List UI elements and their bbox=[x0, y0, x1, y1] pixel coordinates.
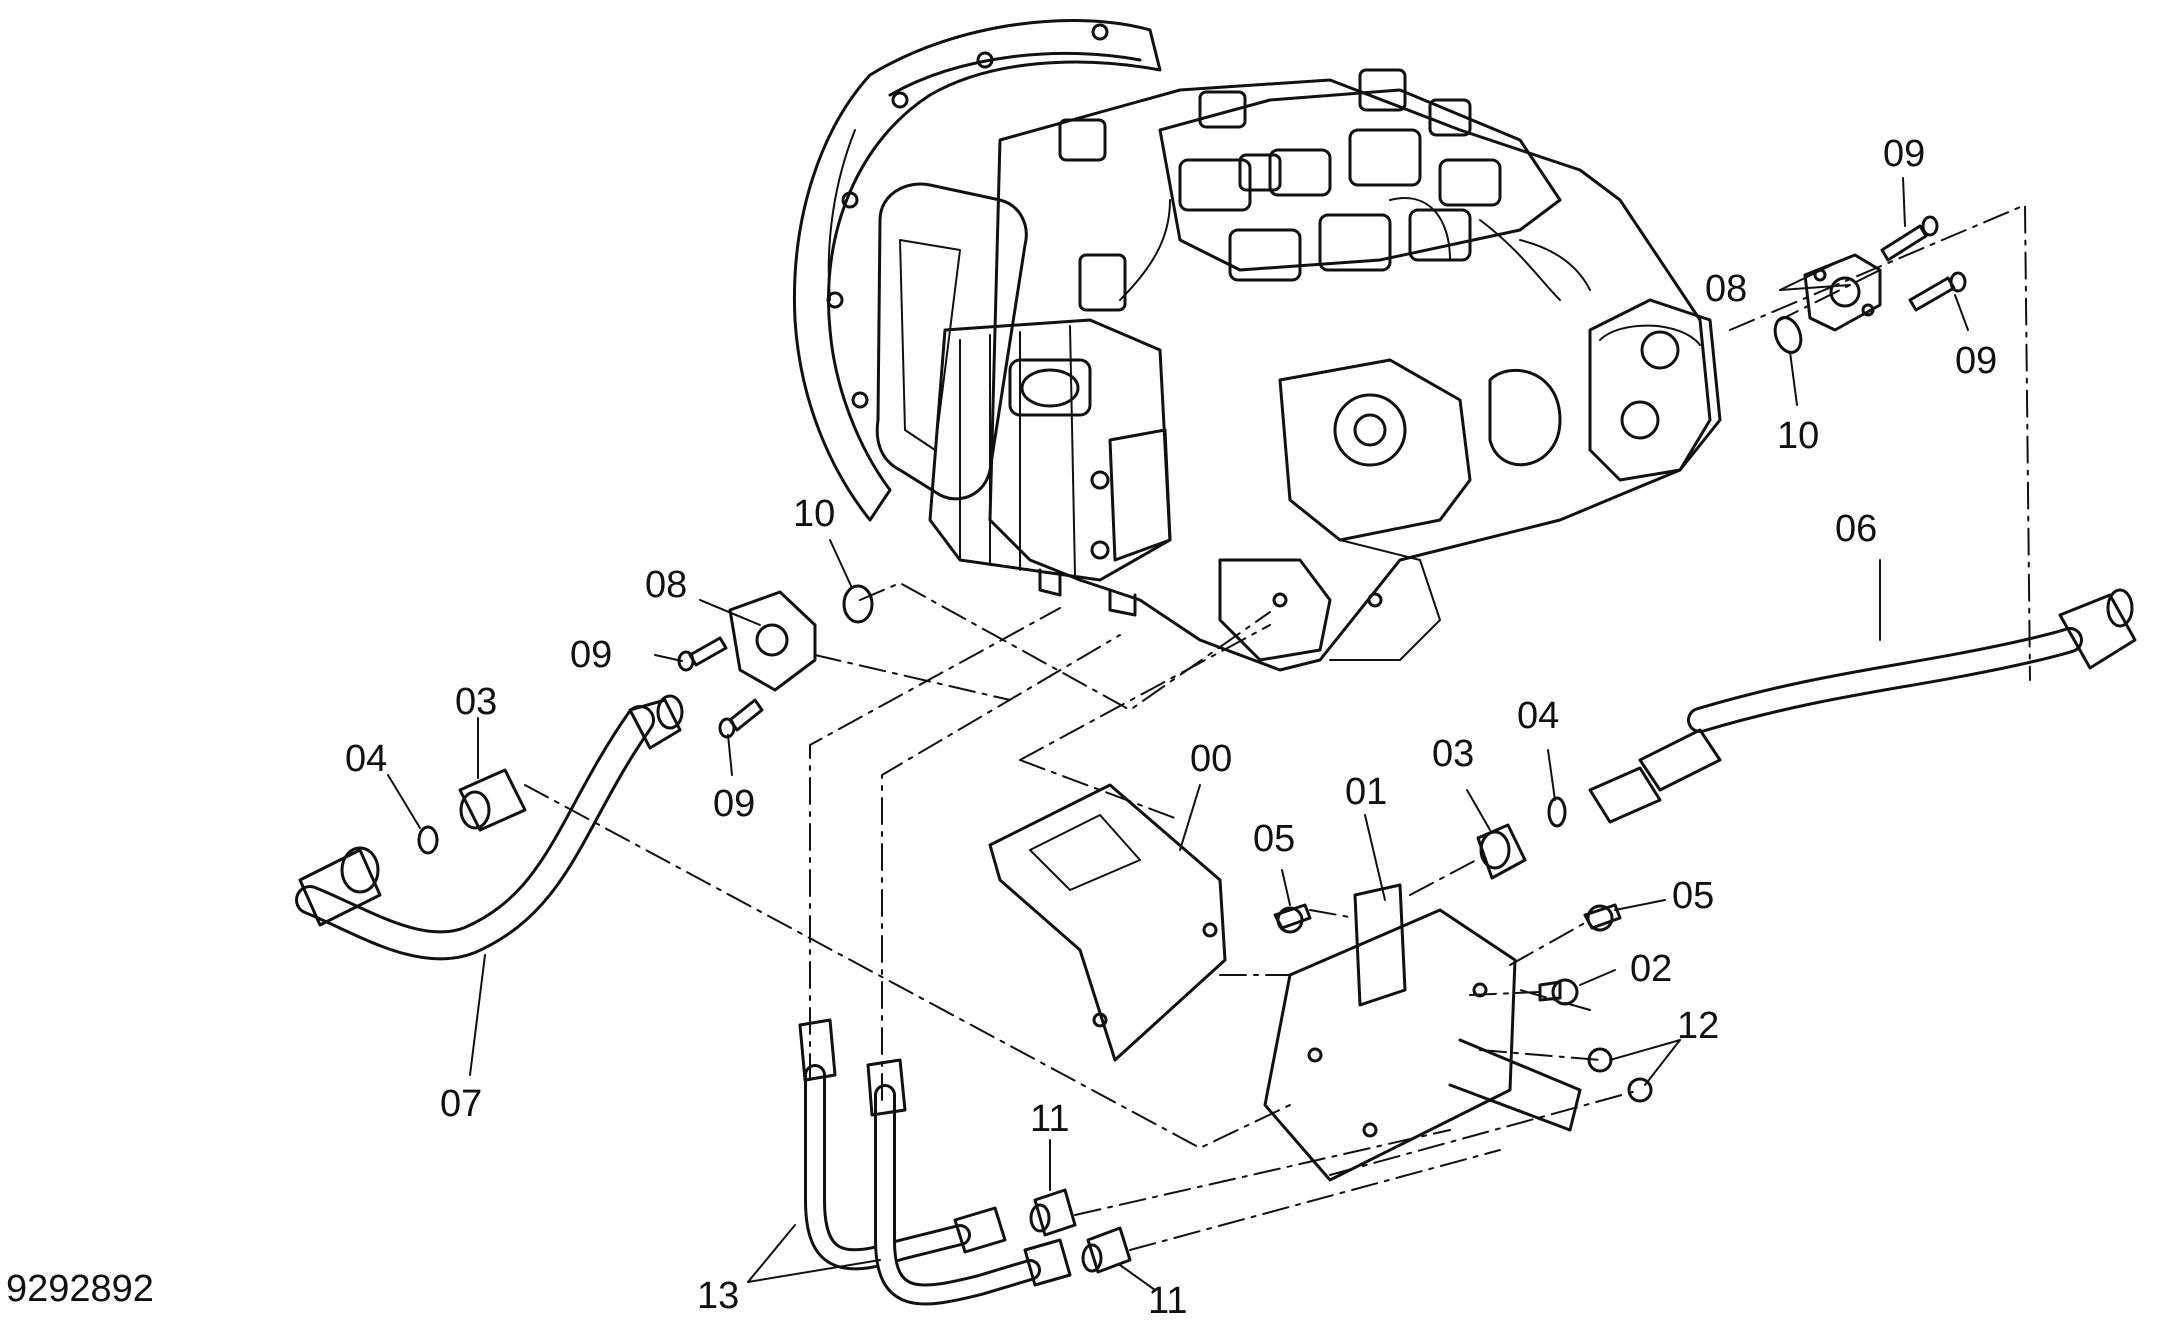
callout-08-top-right: 08 bbox=[1705, 268, 1748, 310]
bolt-09-top-right-a bbox=[1880, 215, 1939, 262]
transmission-assembly bbox=[792, 19, 1722, 672]
fitting-03-right bbox=[1476, 823, 1527, 880]
callout-05-right: 05 bbox=[1672, 875, 1715, 917]
fitting-03-left bbox=[458, 768, 527, 832]
flange-top-right bbox=[1803, 253, 1882, 332]
bolt-09-left-b bbox=[718, 698, 764, 739]
o-ring-10-left bbox=[842, 584, 874, 624]
callout-13: 13 bbox=[697, 1275, 740, 1317]
callout-11-lower: 11 bbox=[1148, 1280, 1188, 1322]
callout-03-right: 03 bbox=[1432, 733, 1475, 775]
callout-09-left: 09 bbox=[570, 634, 613, 676]
callout-11-upper: 11 bbox=[1030, 1098, 1070, 1140]
callout-02: 02 bbox=[1630, 948, 1673, 990]
callout-09-lower-left: 09 bbox=[713, 783, 756, 825]
fitting-11-a bbox=[1029, 1188, 1077, 1237]
callout-05-left: 05 bbox=[1253, 818, 1296, 860]
bracket-00 bbox=[988, 783, 1227, 1062]
callout-04-left: 04 bbox=[345, 738, 388, 780]
o-ring-10-top-right bbox=[1773, 316, 1803, 354]
callout-01: 01 bbox=[1345, 771, 1388, 813]
bolt-09-top-right-b bbox=[1908, 271, 1967, 312]
callout-10-top-right: 10 bbox=[1777, 415, 1820, 457]
fitting-11-b bbox=[1081, 1226, 1132, 1274]
bolt-02 bbox=[1538, 978, 1579, 1006]
callout-09-top-right: 09 bbox=[1883, 133, 1926, 175]
callout-10-left: 10 bbox=[793, 493, 836, 535]
drawing-number: 9292892 bbox=[6, 1268, 154, 1310]
hose-07 bbox=[295, 694, 684, 961]
o-ring-04-right bbox=[1547, 796, 1567, 828]
nut-12-b bbox=[1627, 1077, 1653, 1103]
bolt-05-right bbox=[1583, 903, 1622, 932]
callout-09-right: 09 bbox=[1955, 340, 1998, 382]
o-ring-04-left bbox=[417, 825, 439, 855]
assembly-centerlines bbox=[524, 204, 2031, 1251]
callout-00: 00 bbox=[1190, 738, 1233, 780]
callout-12: 12 bbox=[1677, 1005, 1720, 1047]
bolt-09-left-a bbox=[677, 636, 728, 672]
leader-lines bbox=[387, 177, 1969, 1291]
bracket-01 bbox=[1263, 883, 1582, 1182]
callout-03-left: 03 bbox=[455, 681, 498, 723]
bolt-05-left bbox=[1273, 903, 1312, 934]
callout-08-left: 08 bbox=[645, 564, 688, 606]
callout-07: 07 bbox=[440, 1083, 483, 1125]
callout-04-right: 04 bbox=[1517, 695, 1560, 737]
flange-08-left bbox=[728, 590, 817, 692]
hose-06 bbox=[1588, 588, 2137, 824]
callout-06: 06 bbox=[1835, 508, 1878, 550]
hoses-13 bbox=[798, 1018, 1072, 1306]
